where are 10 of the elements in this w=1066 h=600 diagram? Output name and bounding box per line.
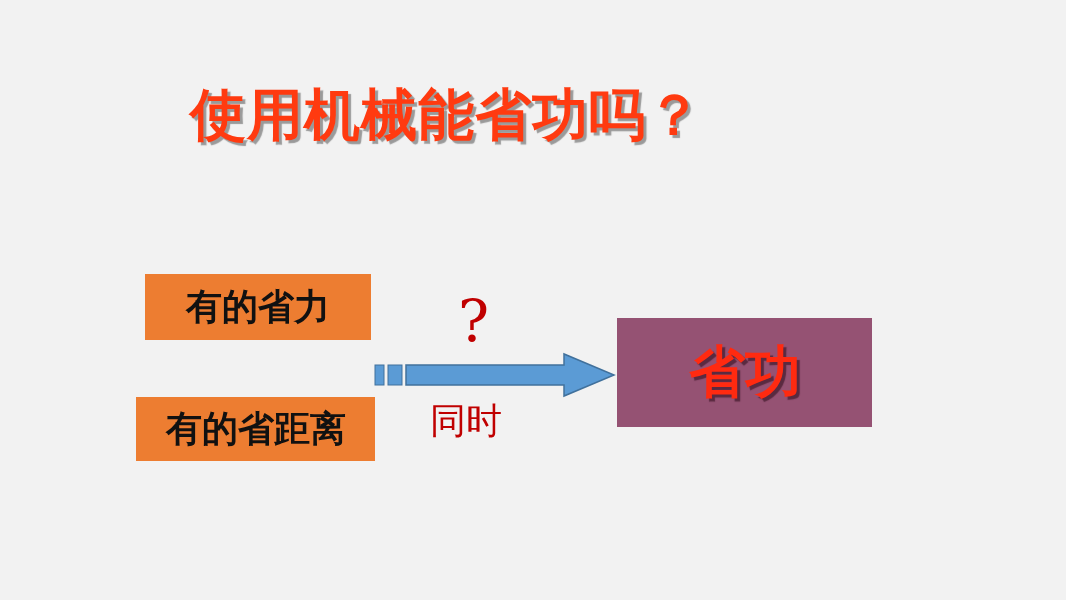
label-box <box>145 274 371 340</box>
block-arrow <box>374 352 616 398</box>
node-text: 有的省距离 <box>165 406 346 451</box>
node-text: 有的省力 <box>186 284 330 329</box>
label-box <box>136 397 375 461</box>
result-box <box>617 318 872 427</box>
question-mark: ? <box>458 292 490 350</box>
title: 使用机械能省功吗？ <box>190 81 703 149</box>
edge-label: 同时 <box>430 403 502 439</box>
node-text: 省功 <box>688 337 801 406</box>
